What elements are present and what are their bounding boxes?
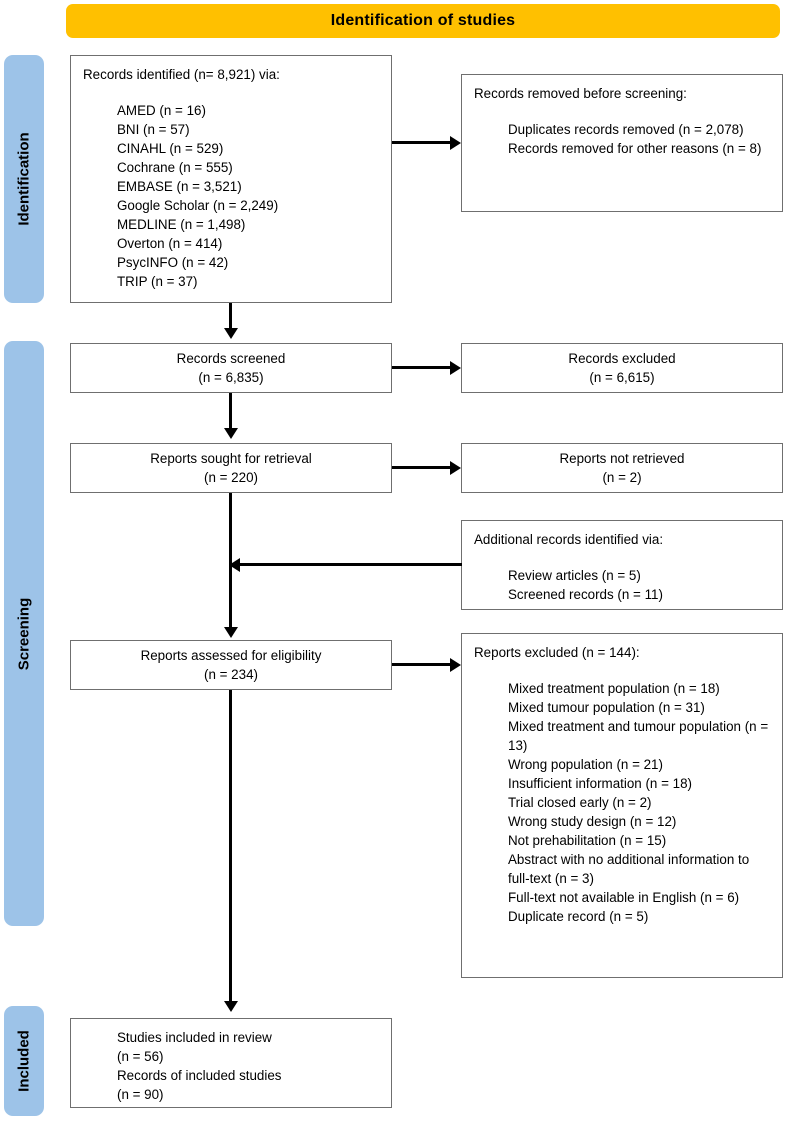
connector-sought-to-assessed bbox=[229, 493, 233, 631]
list-item: MEDLINE (n = 1,498) bbox=[117, 217, 246, 232]
list-item: Insufficient information (n = 18) bbox=[508, 776, 692, 791]
list-item: Overton (n = 414) bbox=[117, 236, 223, 251]
records-excluded-line2: (n = 6,615) bbox=[589, 370, 655, 385]
stage-label-identification: Identification bbox=[15, 132, 33, 226]
diagram-header-banner: Identification of studies bbox=[66, 4, 780, 38]
list-item: Mixed treatment and tumour population (n… bbox=[508, 719, 772, 753]
arrowhead-right bbox=[450, 361, 461, 375]
reports-excluded-reason-list: Mixed treatment population (n = 18) Mixe… bbox=[474, 679, 770, 926]
list-item: (n = 56) bbox=[117, 1049, 164, 1064]
additional-records-list: Review articles (n = 5) Screened records… bbox=[474, 566, 770, 604]
reports-assessed-line2: (n = 234) bbox=[204, 667, 258, 682]
reports-sought-line1: Reports sought for retrieval bbox=[150, 451, 312, 466]
reports-excluded-heading: Reports excluded (n = 144): bbox=[474, 645, 640, 660]
stage-band-identification: Identification bbox=[4, 55, 44, 303]
list-item: Wrong study design (n = 12) bbox=[508, 814, 677, 829]
list-item: CINAHL (n = 529) bbox=[117, 141, 224, 156]
list-item: Abstract with no additional information … bbox=[508, 852, 753, 886]
arrowhead-down bbox=[224, 627, 238, 638]
list-item: Mixed treatment population (n = 18) bbox=[508, 681, 720, 696]
reports-not-retrieved-line2: (n = 2) bbox=[602, 470, 642, 485]
list-item: Full-text not available in English (n = … bbox=[508, 890, 740, 905]
list-item: Duplicates records removed (n = 2,078) bbox=[508, 122, 744, 137]
list-item: Cochrane (n = 555) bbox=[117, 160, 233, 175]
list-item: Studies included in review bbox=[117, 1030, 272, 1045]
list-item: EMBASE (n = 3,521) bbox=[117, 179, 242, 194]
list-item: Mixed tumour population (n = 31) bbox=[508, 700, 705, 715]
list-item: Review articles (n = 5) bbox=[508, 568, 641, 583]
studies-included-list: Studies included in review (n = 56) Reco… bbox=[83, 1028, 379, 1104]
records-removed-list: Duplicates records removed (n = 2,078) R… bbox=[474, 120, 770, 158]
box-reports-assessed-for-eligibility: Reports assessed for eligibility (n = 23… bbox=[70, 640, 392, 690]
arrowhead-right bbox=[450, 136, 461, 150]
records-screened-line2: (n = 6,835) bbox=[198, 370, 264, 385]
arrowhead-down bbox=[224, 1001, 238, 1012]
connector-screened-to-sought bbox=[229, 393, 233, 431]
list-item: Records removed for other reasons (n = 8… bbox=[508, 141, 762, 156]
arrowhead-right bbox=[450, 658, 461, 672]
stage-label-included: Included bbox=[15, 1030, 33, 1092]
arrowhead-right bbox=[450, 461, 461, 475]
list-item: TRIP (n = 37) bbox=[117, 274, 198, 289]
connector-sought-to-not-retrieved bbox=[392, 466, 452, 470]
arrowhead-down bbox=[224, 328, 238, 339]
list-item: (n = 90) bbox=[117, 1087, 164, 1102]
diagram-title: Identification of studies bbox=[330, 12, 516, 29]
list-item: Google Scholar (n = 2,249) bbox=[117, 198, 279, 213]
list-item: PsycINFO (n = 42) bbox=[117, 255, 229, 270]
connector-identified-to-removed bbox=[392, 141, 452, 145]
list-item: BNI (n = 57) bbox=[117, 122, 190, 137]
box-additional-records-identified: Additional records identified via: Revie… bbox=[461, 520, 783, 610]
connector-screened-to-excluded bbox=[392, 366, 452, 370]
box-reports-not-retrieved: Reports not retrieved (n = 2) bbox=[461, 443, 783, 493]
arrowhead-left bbox=[229, 558, 240, 572]
connector-additional-to-spine bbox=[240, 563, 462, 567]
box-studies-included: Studies included in review (n = 56) Reco… bbox=[70, 1018, 392, 1108]
reports-not-retrieved-line1: Reports not retrieved bbox=[559, 451, 685, 466]
reports-assessed-line1: Reports assessed for eligibility bbox=[140, 648, 322, 663]
records-identified-source-list: AMED (n = 16) BNI (n = 57) CINAHL (n = 5… bbox=[83, 101, 379, 291]
box-records-removed-before-screening: Records removed before screening: Duplic… bbox=[461, 74, 783, 212]
reports-sought-line2: (n = 220) bbox=[204, 470, 258, 485]
records-removed-heading: Records removed before screening: bbox=[474, 86, 687, 101]
list-item: Wrong population (n = 21) bbox=[508, 757, 663, 772]
records-excluded-line1: Records excluded bbox=[568, 351, 676, 366]
stage-band-screening: Screening bbox=[4, 341, 44, 926]
list-item: AMED (n = 16) bbox=[117, 103, 206, 118]
records-identified-heading: Records identified (n= 8,921) via: bbox=[83, 67, 280, 82]
additional-records-heading: Additional records identified via: bbox=[474, 532, 664, 547]
connector-identified-to-screened bbox=[229, 303, 233, 331]
box-reports-excluded: Reports excluded (n = 144): Mixed treatm… bbox=[461, 633, 783, 978]
box-records-identified: Records identified (n= 8,921) via: AMED … bbox=[70, 55, 392, 303]
stage-label-screening: Screening bbox=[15, 597, 33, 670]
list-item: Records of included studies bbox=[117, 1068, 282, 1083]
connector-assessed-to-excluded bbox=[392, 663, 452, 667]
list-item: Not prehabilitation (n = 15) bbox=[508, 833, 667, 848]
box-records-screened: Records screened (n = 6,835) bbox=[70, 343, 392, 393]
connector-assessed-to-included bbox=[229, 690, 233, 1005]
stage-band-included: Included bbox=[4, 1006, 44, 1116]
arrowhead-down bbox=[224, 428, 238, 439]
list-item: Trial closed early (n = 2) bbox=[508, 795, 652, 810]
box-reports-sought-for-retrieval: Reports sought for retrieval (n = 220) bbox=[70, 443, 392, 493]
box-records-excluded: Records excluded (n = 6,615) bbox=[461, 343, 783, 393]
list-item: Screened records (n = 11) bbox=[508, 587, 663, 602]
records-screened-line1: Records screened bbox=[176, 351, 286, 366]
list-item: Duplicate record (n = 5) bbox=[508, 909, 649, 924]
